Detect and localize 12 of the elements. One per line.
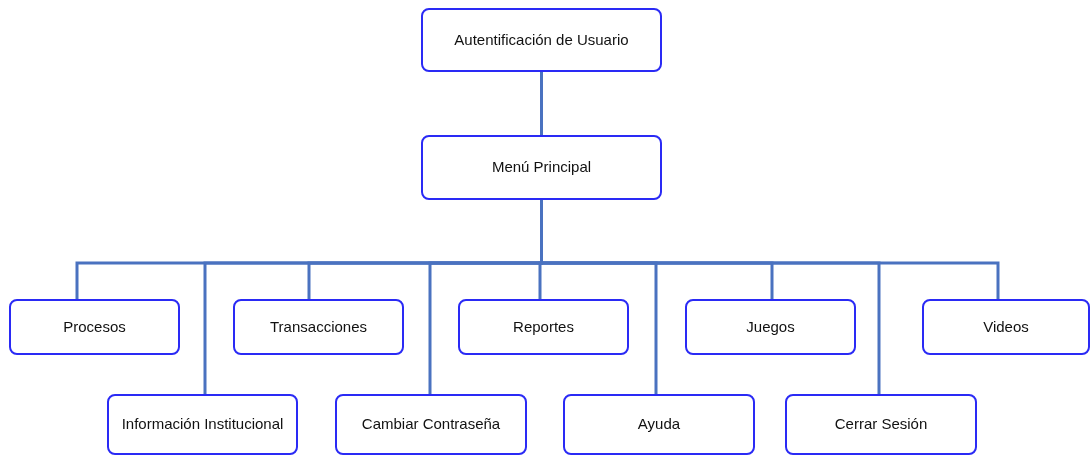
menu-box: Juegos [685, 299, 856, 355]
menu-box: Procesos [9, 299, 180, 355]
menu-box: Transacciones [233, 299, 404, 355]
menu-box: Cambiar Contraseña [335, 394, 527, 455]
menu-box: Información Institucional [107, 394, 298, 455]
menu-box: Autentificación de Usuario [421, 8, 662, 72]
connector-line [540, 72, 543, 135]
menu-box: Ayuda [563, 394, 755, 455]
menu-box: Reportes [458, 299, 629, 355]
menu-box: Menú Principal [421, 135, 662, 200]
menu-box: Cerrar Sesión [785, 394, 977, 455]
menu-box: Videos [922, 299, 1090, 355]
